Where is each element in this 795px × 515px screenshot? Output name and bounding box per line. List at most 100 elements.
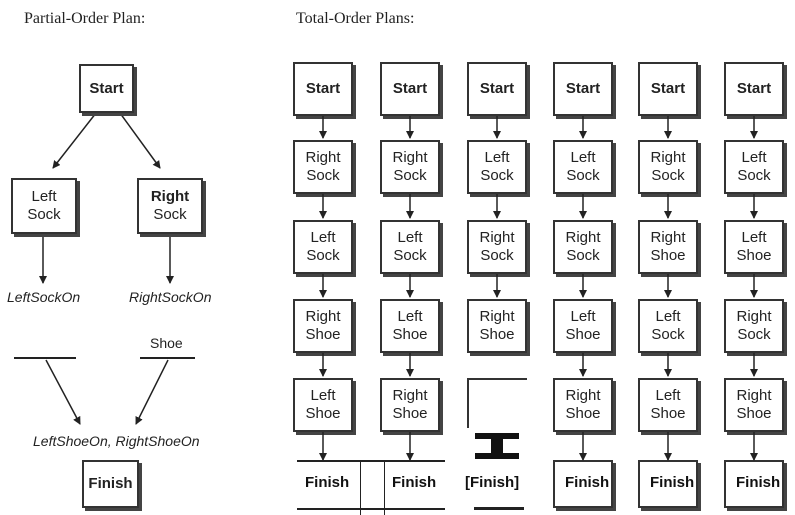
step-label-2: Shoe [650, 247, 686, 264]
step-label-1: Start [305, 80, 341, 97]
left-sock-label-2: Sock [27, 206, 61, 223]
finish-row-divider-2 [384, 460, 385, 515]
empty-step-box [467, 378, 527, 428]
finish-underline [474, 507, 524, 510]
step-label-1: Right [479, 229, 515, 246]
step-label-1: Right [565, 387, 601, 404]
arrow-right-shoe [135, 359, 169, 425]
step-label-1: Left [655, 308, 681, 325]
step-label-2: Sock [480, 167, 514, 184]
step-label-1: Start [650, 80, 686, 97]
arrow-start-to-left-sock [52, 112, 97, 169]
step-label-2: Sock [393, 167, 427, 184]
step-label-1: Left [655, 387, 681, 404]
step-label-1: Right [565, 229, 601, 246]
finish-row-divider-1 [360, 460, 361, 515]
total-plan-2-finish: Finish [392, 474, 437, 491]
total-plan-5-step-1: Start [638, 62, 698, 116]
step-label-1: Right [392, 149, 428, 166]
total-plan-2-step-1: Start [380, 62, 440, 116]
total-plan-4-step-1: Start [553, 62, 613, 116]
step-label-2: Shoe [305, 326, 341, 343]
shoe-effects: LeftShoeOn, RightShoeOn [33, 433, 200, 449]
total-order-heading: Total-Order Plans: [296, 10, 415, 27]
right-sock-label-2: Sock [153, 206, 187, 223]
step-label-2: Sock [306, 247, 340, 264]
step-label-2: Shoe [479, 326, 515, 343]
total-plan-5-finish: Finish [650, 474, 695, 491]
total-plan-4-finish: Finish [565, 474, 610, 491]
start-label: Start [89, 79, 124, 97]
step-label-2: Shoe [650, 405, 686, 422]
step-label-1: Right [736, 308, 772, 325]
step-label-2: Sock [306, 167, 340, 184]
step-label-1: Left [310, 387, 336, 404]
finish-label: Finish [88, 475, 133, 492]
finish-table-row [297, 460, 445, 510]
left-sock-label-1: Left [31, 188, 57, 205]
step-label-1: Left [310, 229, 336, 246]
step-label-2: Shoe [565, 326, 601, 343]
step-label-1: Left [741, 229, 767, 246]
step-label-2: Sock [651, 326, 685, 343]
total-plan-6-finish-box [724, 460, 784, 508]
step-label-2: Sock [651, 167, 685, 184]
step-label-1: Right [305, 149, 341, 166]
step-label-1: Right [736, 387, 772, 404]
partial-start-box: Start [79, 64, 134, 113]
total-plan-1-finish: Finish [305, 474, 350, 491]
step-label-1: Start [392, 80, 428, 97]
total-plan-3-step-1: Start [467, 62, 527, 116]
right-sock-label-1: Right [150, 188, 190, 205]
i-beam-mark [475, 433, 519, 459]
shoe-label: Shoe [150, 335, 183, 351]
step-label-1: Left [397, 229, 423, 246]
partial-finish-box: Finish [82, 460, 139, 508]
step-label-2: Shoe [736, 405, 772, 422]
step-label-1: Left [484, 149, 510, 166]
step-label-2: Sock [393, 247, 427, 264]
total-plan-5-finish-box [638, 460, 698, 508]
step-label-1: Right [650, 149, 686, 166]
step-label-1: Start [565, 80, 601, 97]
step-label-1: Right [392, 387, 428, 404]
step-label-1: Left [570, 308, 596, 325]
step-label-1: Left [570, 149, 596, 166]
step-label-1: Left [397, 308, 423, 325]
step-label-2: Sock [737, 167, 771, 184]
step-label-2: Sock [566, 167, 600, 184]
partial-order-heading: Partial-Order Plan: [24, 10, 146, 27]
total-plan-4-finish-box [553, 460, 613, 508]
total-plan-6-finish: Finish [736, 474, 781, 491]
right-sock-effect: RightSockOn [129, 289, 212, 305]
step-label-2: Shoe [305, 405, 341, 422]
step-label-2: Sock [566, 247, 600, 264]
left-sock-effect: LeftSockOn [7, 289, 81, 305]
total-plan-6-step-1: Start [724, 62, 784, 116]
partial-left-sock-box: Left Sock [11, 178, 77, 234]
step-label-1: Right [479, 308, 515, 325]
arrow-start-to-right-sock [119, 112, 161, 169]
step-label-2: Shoe [392, 405, 428, 422]
